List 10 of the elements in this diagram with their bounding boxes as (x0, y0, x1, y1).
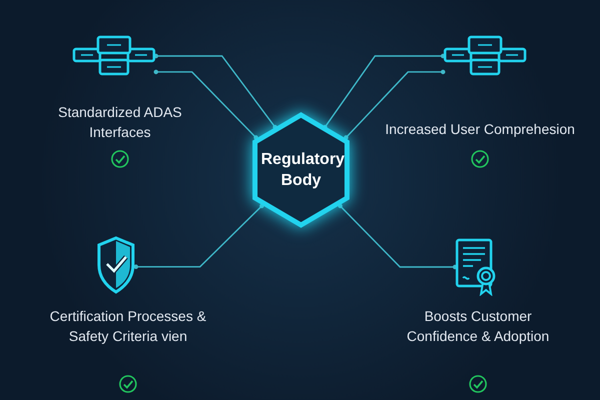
connector-line (154, 70, 258, 140)
node-label: Boosts Customer Confidence & Adoption (406, 307, 550, 346)
connector-line (322, 54, 446, 130)
connector-line (134, 204, 264, 270)
node-label: Standardized ADAS Interfaces (57, 103, 183, 142)
connector-line (338, 204, 458, 270)
connector-line (154, 54, 278, 130)
connector-line (344, 70, 446, 140)
node-label: Certification Processes & Safety Criteria vien (48, 307, 208, 346)
node-label: Increased User Comprehesion (384, 120, 576, 139)
